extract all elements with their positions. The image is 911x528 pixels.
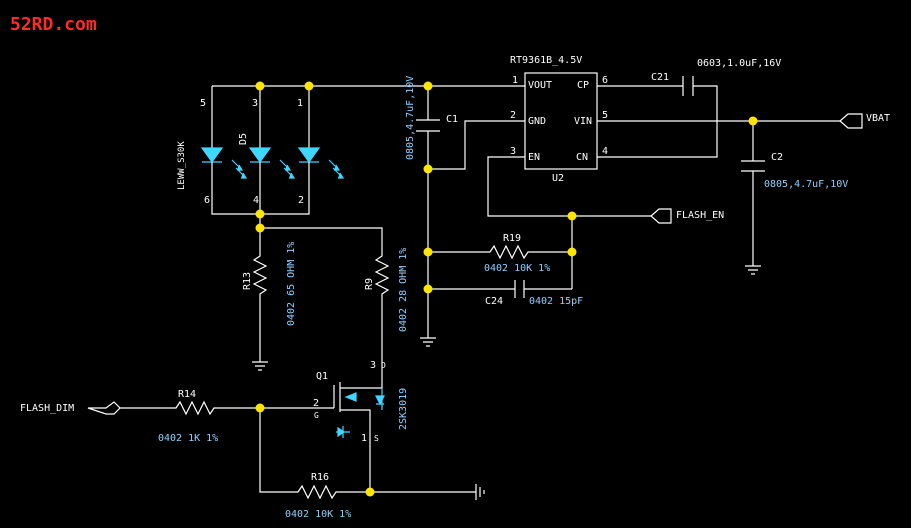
u2-ref: U2 [552, 173, 564, 184]
led1-icon [200, 147, 224, 164]
q1-mosfet: Q1 2 1 3 D G S 2SK3019 [313, 350, 409, 492]
r14-resistor: R14 0402 1K 1% [120, 389, 334, 444]
r9-resistor: R9 0402 28 OHM 1% [260, 227, 409, 350]
d5-ref: D5 [238, 133, 249, 145]
vbat-port [839, 113, 863, 129]
d5-pin-k2: 4 [253, 195, 259, 206]
led3-icon [297, 147, 321, 164]
r13-resistor: R13 0402 65 OHM 1% [242, 228, 297, 371]
en-wire [487, 156, 651, 217]
r16-resistor: R16 0402 10K 1% [259, 408, 370, 520]
c24-value: 0402 15pF [529, 296, 583, 307]
q1-pin-g: 2 [313, 398, 319, 409]
r13-value: 0402 65 OHM 1% [286, 242, 297, 326]
flash-dim-port [87, 401, 121, 415]
gnd-pin-wire [428, 120, 525, 170]
q1-pin-d: 3 [370, 360, 376, 371]
ground-symbol-bottom [370, 484, 485, 500]
u2-pin5: 5 [602, 110, 608, 121]
u2-pin3: 3 [510, 146, 516, 157]
c24-capacitor: C24 0402 15pF [428, 280, 583, 307]
q1-part: 2SK3019 [398, 388, 409, 430]
u2-pin-cp: CP [577, 80, 589, 91]
u2-chip: RT9361B_4.5V U2 VOUT GND EN CP VIN CN 1 … [510, 55, 608, 184]
u2-pin-cn: CN [576, 152, 588, 163]
d5-pin-k3: 2 [298, 195, 304, 206]
c21-ref: C21 [651, 72, 669, 83]
q1-label-s: S [374, 434, 379, 443]
r16-ref: R16 [311, 472, 329, 483]
d5-pin-a3: 1 [297, 98, 303, 109]
d5-pin-a2: 3 [252, 98, 258, 109]
q1-ref: Q1 [316, 371, 328, 382]
led2-icon [248, 147, 272, 164]
flash-en-label: FLASH_EN [676, 210, 724, 221]
q1-label-g: G [314, 411, 319, 420]
c2-ref: C2 [771, 152, 783, 163]
q1-label-d: D [381, 361, 386, 370]
flash-dim-label: FLASH_DIM [20, 403, 74, 414]
u2-pin6: 6 [602, 75, 608, 86]
c21-capacitor: C21 0603,1.0uF,16V [597, 58, 781, 158]
d5-part: LEWW_S30K [177, 141, 187, 190]
c24-ref: C24 [485, 296, 503, 307]
junction-dots [255, 81, 758, 497]
flash-en-port [650, 208, 672, 224]
q1-pin-s: 1 [361, 433, 367, 444]
c2-value: 0805,4.7uF,10V [764, 179, 848, 190]
u2-pin-vout: VOUT [528, 80, 552, 91]
r9-value: 0402 28 OHM 1% [398, 248, 409, 332]
u2-pin2: 2 [510, 110, 516, 121]
ground-symbol-left [420, 337, 436, 347]
watermark: 52RD.com [10, 14, 97, 35]
r14-value: 0402 1K 1% [158, 433, 218, 444]
r19-value: 0402 10K 1% [484, 263, 550, 274]
c1-ref: C1 [446, 114, 458, 125]
u2-pin-en: EN [528, 152, 540, 163]
r19-resistor: R19 0402 10K 1% [428, 233, 572, 274]
c1-capacitor: C1 0805,4.7uF,10V [405, 76, 458, 169]
vbat-label: VBAT [866, 113, 890, 124]
u2-pin4: 4 [602, 146, 608, 157]
r9-ref: R9 [364, 278, 375, 290]
u2-part: RT9361B_4.5V [510, 55, 582, 66]
d5-pin-a1: 5 [200, 98, 206, 109]
d5-pin-k1: 6 [204, 195, 210, 206]
u2-pin-vin: VIN [574, 116, 592, 127]
r19-ref: R19 [503, 233, 521, 244]
u2-pin-gnd: GND [528, 116, 546, 127]
r16-value: 0402 10K 1% [285, 509, 351, 520]
r13-ref: R13 [242, 272, 253, 290]
r14-ref: R14 [178, 389, 196, 400]
c1-value: 0805,4.7uF,10V [405, 76, 416, 160]
u2-pin1: 1 [512, 75, 518, 86]
c21-value: 0603,1.0uF,16V [697, 58, 781, 69]
c2-capacitor: C2 0805,4.7uF,10V [741, 121, 848, 275]
